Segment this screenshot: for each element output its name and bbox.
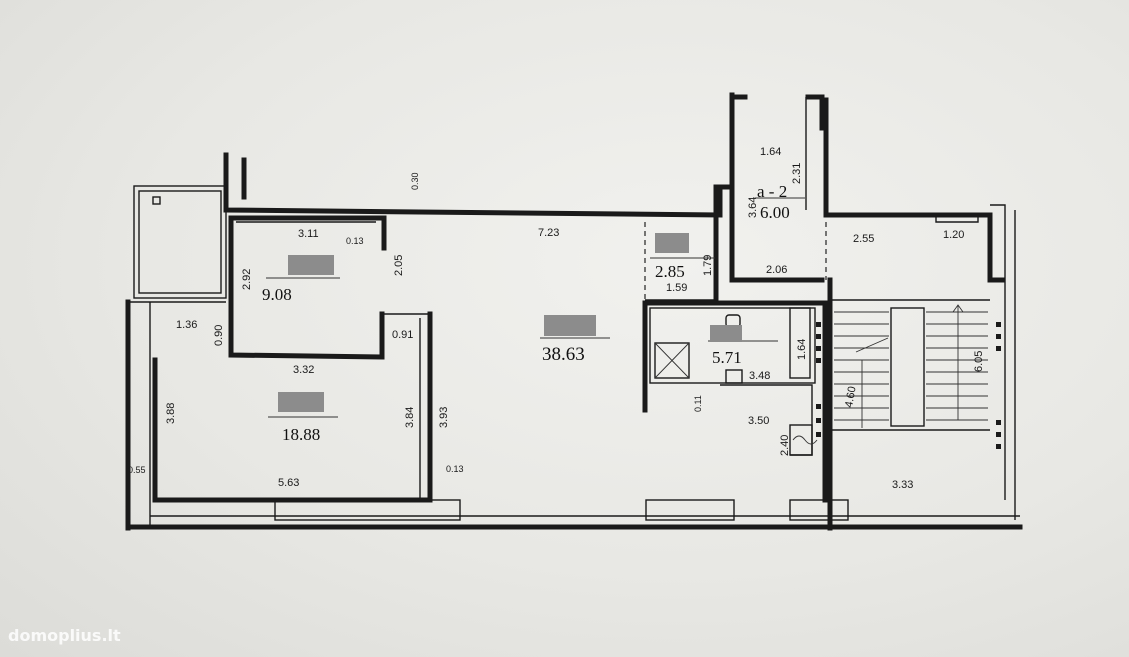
dim-0-11: 0.11 (693, 395, 703, 412)
dim-2-55: 2.55 (853, 233, 874, 245)
dim-2-92: 2.92 (241, 269, 253, 290)
dim-3-88: 3.88 (165, 403, 177, 424)
dimensions: 3.11 0.13 2.92 2.05 7.23 0.30 1.79 1.59 … (128, 146, 985, 491)
dim-4-60: 4.60 (843, 385, 859, 408)
dim-3-11: 3.11 (298, 228, 319, 240)
dim-6-05: 6.05 (973, 351, 985, 372)
redacted-labels (278, 233, 742, 412)
dim-3-48: 3.48 (749, 370, 770, 382)
dim-3-50: 3.50 (748, 415, 769, 427)
watermark: domoplius.lt (8, 626, 121, 645)
dim-0-13-b: 0.13 (446, 464, 464, 474)
dim-1-64-a: 1.64 (760, 146, 781, 158)
area-room-left: 18.88 (282, 425, 320, 444)
dim-2-06: 2.06 (766, 264, 787, 276)
area-room-main: 38.63 (542, 344, 585, 365)
dim-3-33: 3.33 (892, 479, 913, 491)
dim-0-30: 0.30 (410, 172, 420, 190)
dim-3-32: 3.32 (293, 364, 314, 376)
dim-0-13-a: 0.13 (346, 236, 364, 246)
dim-3-84: 3.84 (404, 407, 416, 428)
dim-0-55: 0.55 (128, 465, 146, 475)
dim-2-31: 2.31 (791, 163, 803, 184)
area-bathroom: 5.71 (712, 348, 742, 367)
column-markers (816, 322, 1001, 449)
dim-0-91: 0.91 (392, 329, 413, 341)
area-storage: 2.85 (655, 262, 685, 281)
dim-5-63: 5.63 (278, 477, 299, 489)
walls (125, 92, 1023, 531)
dim-1-20: 1.20 (943, 229, 964, 241)
dim-1-64-b: 1.64 (796, 339, 808, 360)
dim-7-23: 7.23 (538, 227, 559, 239)
stair-treads (834, 304, 988, 428)
area-lift: 6.00 (760, 203, 790, 222)
dim-1-36: 1.36 (176, 319, 197, 331)
dim-3-93: 3.93 (438, 407, 450, 428)
area-room-small: 9.08 (262, 285, 292, 304)
dim-1-59: 1.59 (666, 282, 687, 294)
dim-0-90: 0.90 (213, 325, 225, 346)
dim-2-40: 2.40 (779, 435, 791, 456)
dim-2-05: 2.05 (393, 255, 405, 276)
area-underlines (266, 197, 805, 418)
dim-3-64: 3.64 (747, 197, 759, 218)
lift-label: a - 2 (757, 182, 787, 201)
dim-1-79: 1.79 (702, 255, 714, 276)
